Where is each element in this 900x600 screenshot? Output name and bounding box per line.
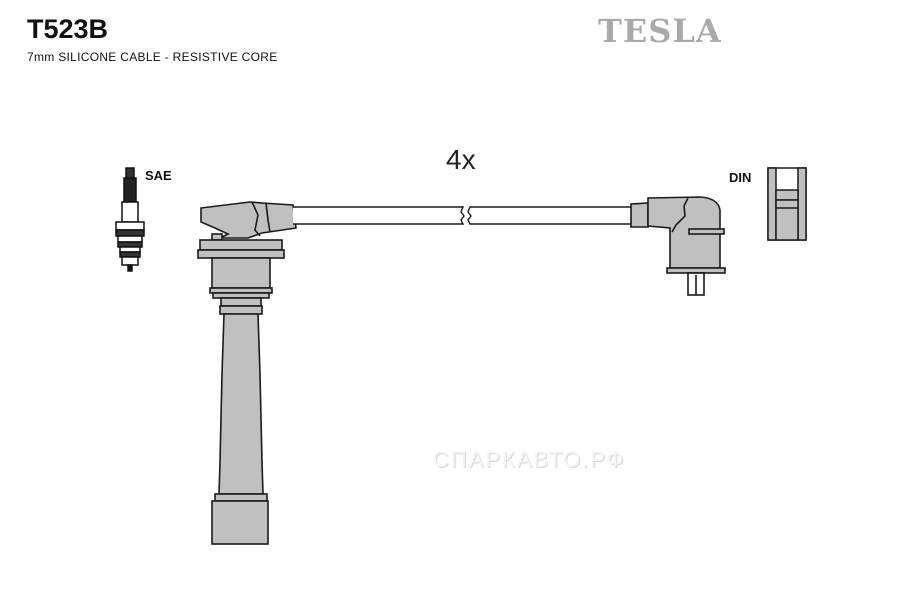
watermark: СПАРКАВТО.РФ [433,447,626,472]
straight-boot-left [197,201,297,545]
quantity-label: 4x [446,144,476,175]
cable [293,206,635,225]
angled-boot-right [630,196,726,296]
din-label: DIN [729,170,752,185]
cable-description: 7mm SILICONE CABLE - RESISTIVE CORE [27,50,278,64]
sae-label: SAE [145,168,172,183]
spark-plug-icon [115,167,145,272]
part-number: T523B [27,14,109,44]
din-terminal-icon [767,167,807,241]
brand-logo: TESLA [598,12,722,50]
